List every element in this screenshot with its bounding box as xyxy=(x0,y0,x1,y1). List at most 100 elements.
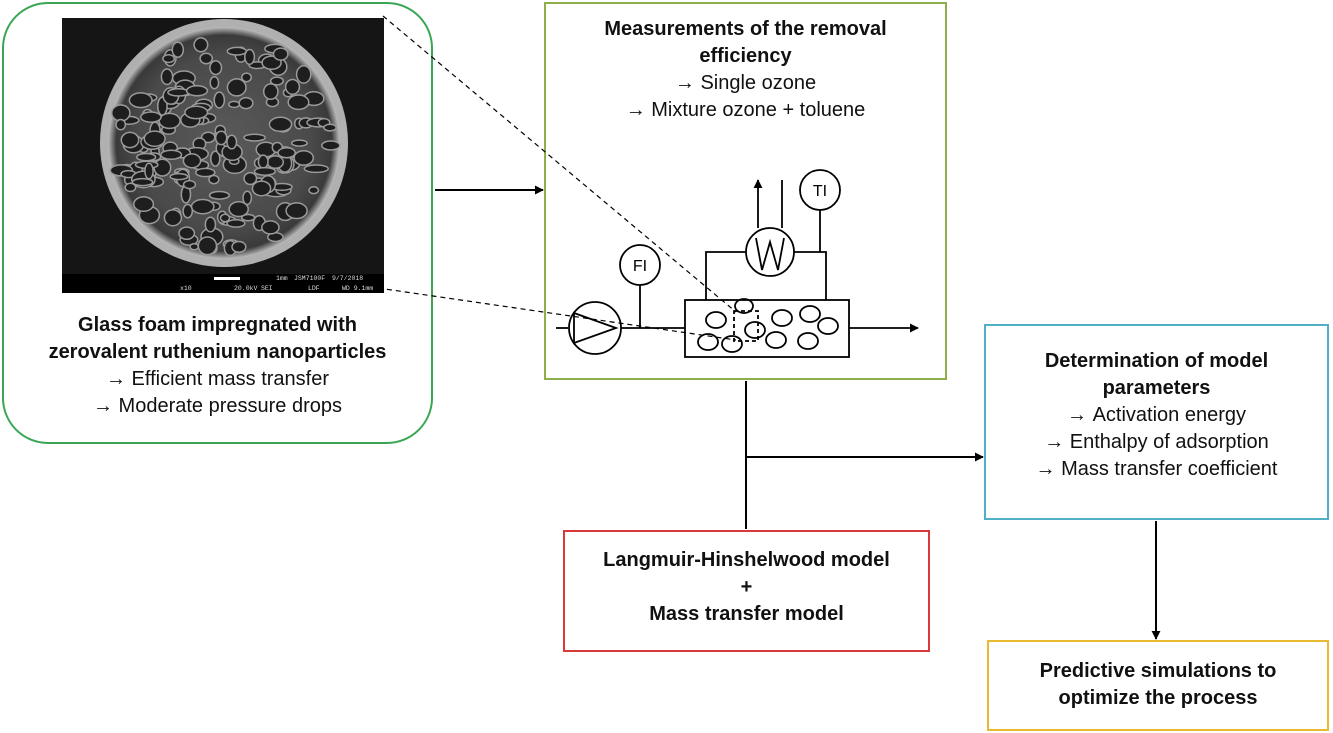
foam-pore xyxy=(243,133,266,142)
prediction-line2: optimize the process xyxy=(1058,687,1258,709)
foam-pore xyxy=(238,96,254,110)
foam-pore xyxy=(241,72,252,83)
parameters-bullet: Enthalpy of adsorption xyxy=(986,429,1327,456)
foam-pore xyxy=(268,116,293,133)
foam-pore xyxy=(261,220,280,235)
measurements-title-line2: efficiency xyxy=(699,45,792,67)
foam-pore xyxy=(171,41,185,58)
glass-foam-bullet: Moderate pressure drops xyxy=(4,393,431,420)
foam-pore xyxy=(242,190,253,206)
foam-pore xyxy=(272,47,289,61)
loop-right xyxy=(794,251,827,300)
foam-pore xyxy=(262,83,279,101)
scale-bar xyxy=(214,277,240,280)
foam-pore xyxy=(321,140,341,151)
reactor-schematic xyxy=(556,169,919,358)
measurements-bullet: Single ozone xyxy=(546,70,945,97)
foam-pore xyxy=(226,78,247,97)
flow-indicator-label: FI xyxy=(633,258,647,275)
foam-pore xyxy=(243,171,258,186)
foam-pore xyxy=(204,216,217,233)
reactor-body xyxy=(684,299,850,358)
foam-pore xyxy=(184,105,209,120)
date-label: 9/7/2018 xyxy=(332,275,363,282)
foam-pore xyxy=(182,203,194,219)
foam-pore xyxy=(160,68,174,86)
model-parameters-box: Determination of model parameters Activa… xyxy=(984,324,1329,520)
foam-pore xyxy=(290,139,308,147)
foam-pore xyxy=(143,130,166,148)
foam-pore xyxy=(269,76,284,86)
foam-pore xyxy=(193,37,209,53)
foam-pore xyxy=(219,213,231,223)
zoom-line-top xyxy=(382,15,737,313)
foam-pore xyxy=(124,182,137,193)
foam-pore xyxy=(162,53,176,64)
flow-indicator-icon xyxy=(619,244,661,286)
foam-pore xyxy=(228,200,249,218)
foam-pore xyxy=(136,152,157,162)
voltage-label: 20.0kV xyxy=(234,285,258,292)
zoom-region xyxy=(733,310,759,342)
foam-pore xyxy=(115,118,127,131)
sem-micrograph: 1mm JSM7100F 9/7/2018 x10 20.0kV SEI LDF… xyxy=(62,18,384,293)
glass-foam-panel: 1mm JSM7100F 9/7/2018 x10 20.0kV SEI LDF… xyxy=(2,2,433,444)
foam-pore xyxy=(295,64,312,84)
foam-pore xyxy=(214,130,228,146)
parameters-bullet: Mass transfer coefficient xyxy=(986,456,1327,483)
heat-exchanger-icon xyxy=(745,227,795,277)
foam-pore xyxy=(226,218,246,228)
foam-pore xyxy=(231,240,247,254)
foam-pore xyxy=(209,60,223,76)
pump-triangle xyxy=(573,311,619,345)
foam-pore xyxy=(133,196,155,213)
scale-label: 1mm xyxy=(276,275,288,282)
magnification-label: x10 xyxy=(180,285,192,292)
foam-pore xyxy=(285,202,308,220)
model-line1: Langmuir-Hinshelwood model xyxy=(603,549,890,571)
foam-pore xyxy=(182,179,197,190)
glass-foam-title-line2: zerovalent ruthenium nanoparticles xyxy=(48,341,387,363)
foam-pore xyxy=(208,174,220,185)
detector-label: LDF xyxy=(308,285,320,292)
foam-pore xyxy=(163,209,183,227)
foam-pore xyxy=(293,149,315,166)
foam-pore xyxy=(160,149,183,161)
foam-pore xyxy=(197,236,218,256)
foam-pore xyxy=(308,186,320,195)
foam-pore xyxy=(210,150,221,167)
parameters-title-line2: parameters xyxy=(1102,377,1211,399)
glass-foam-title-line1: Glass foam impregnated with xyxy=(78,314,357,336)
foam-pore xyxy=(128,92,153,109)
foam-pore xyxy=(251,180,272,197)
parameters-title-line1: Determination of model xyxy=(1044,350,1269,372)
zoom-line-bottom xyxy=(377,287,737,341)
temperature-indicator-label: TI xyxy=(813,183,827,200)
foam-pore xyxy=(209,75,220,90)
foam-pore xyxy=(323,123,337,132)
foam-pore xyxy=(287,94,310,111)
kinetic-model-box: Langmuir-Hinshelwood model + Mass transf… xyxy=(563,530,930,652)
foam-pore xyxy=(226,134,238,150)
measurements-bullet: Mixture ozone + toluene xyxy=(546,97,945,124)
foam-pore xyxy=(284,78,301,96)
foam-pore xyxy=(195,167,216,178)
loop-left xyxy=(705,251,746,300)
foam-pore xyxy=(208,190,231,200)
foam-pore xyxy=(213,91,226,109)
temperature-indicator-icon xyxy=(799,169,841,211)
foam-pore xyxy=(140,111,162,123)
working-distance-label: WD 9.1mm xyxy=(342,285,373,292)
foam-pore xyxy=(120,131,140,149)
prediction-line1: Predictive simulations to xyxy=(1039,660,1277,682)
foam-pore xyxy=(178,226,196,241)
predictive-simulations-box: Predictive simulations to optimize the p… xyxy=(987,640,1329,731)
foam-pore xyxy=(185,85,209,97)
foam-pore xyxy=(253,166,277,176)
model-plus: + xyxy=(740,576,753,598)
glass-foam-bullet: Efficient mass transfer xyxy=(4,366,431,393)
pump-icon xyxy=(568,301,622,355)
foam-pore xyxy=(182,153,202,169)
parameters-bullet: Activation energy xyxy=(986,402,1327,429)
